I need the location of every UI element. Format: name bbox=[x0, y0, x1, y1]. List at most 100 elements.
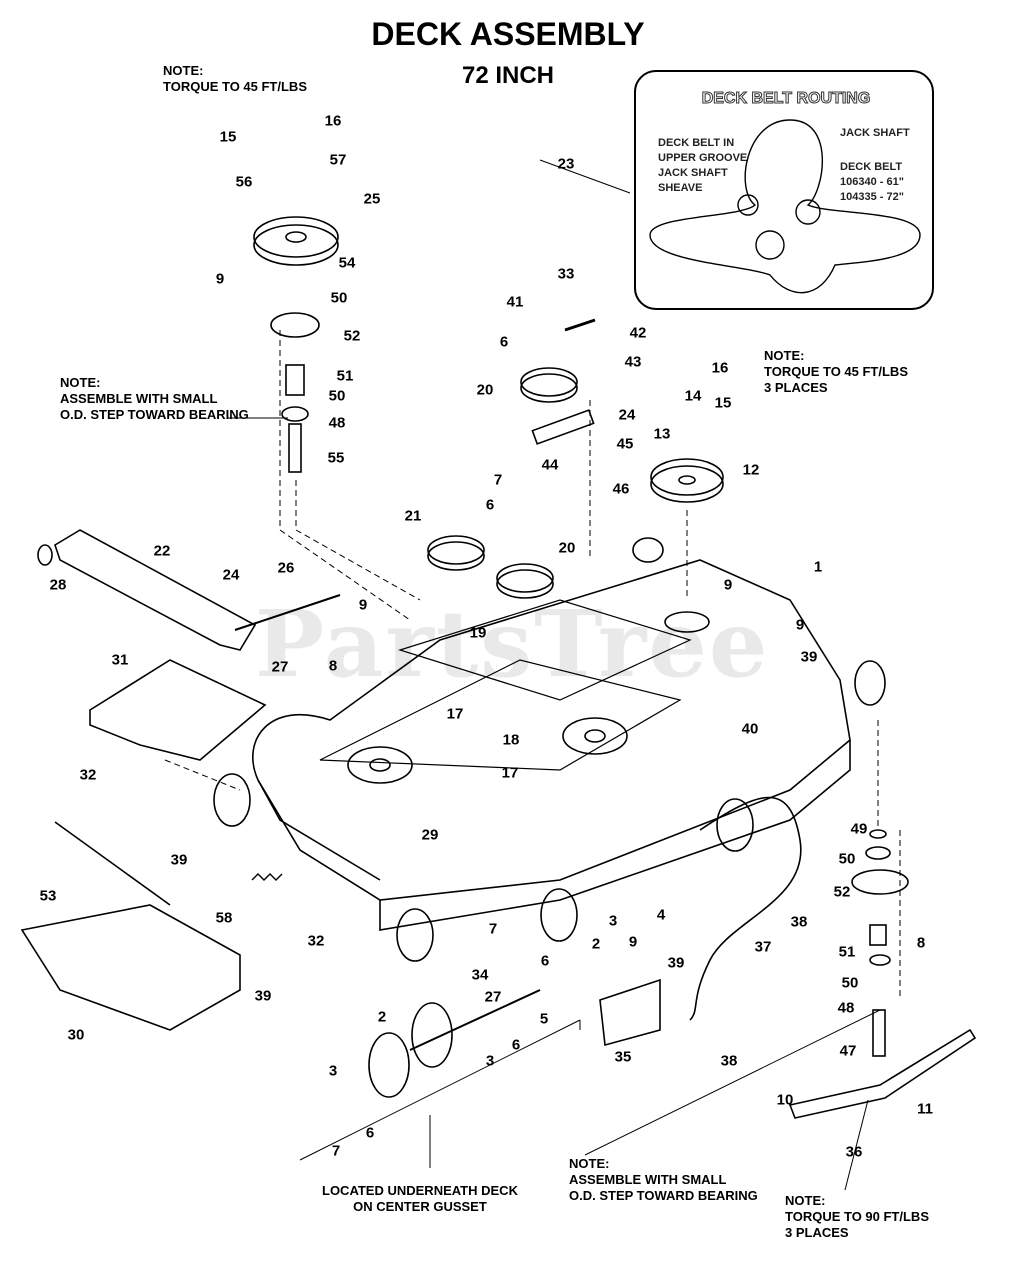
callout-12: 12 bbox=[742, 461, 760, 479]
callout-32: 32 bbox=[307, 932, 325, 950]
callout-37: 37 bbox=[754, 938, 772, 956]
callout-27: 27 bbox=[271, 658, 289, 676]
callout-2: 2 bbox=[377, 1008, 387, 1026]
callout-32: 32 bbox=[79, 766, 97, 784]
callout-39: 39 bbox=[667, 954, 685, 972]
cover-31 bbox=[89, 659, 267, 761]
callout-20: 20 bbox=[476, 381, 494, 399]
note-assemble-left: NOTE: ASSEMBLE WITH SMALL O.D. STEP TOWA… bbox=[60, 375, 249, 422]
deck-pulley-left bbox=[347, 746, 413, 784]
callout-45: 45 bbox=[616, 435, 634, 453]
deck-shell bbox=[252, 559, 851, 901]
spindle-housing-52 bbox=[851, 869, 909, 895]
discharge-chute-30 bbox=[20, 904, 241, 1031]
page-subtitle: 72 INCH bbox=[461, 62, 555, 89]
deck-pulley-right bbox=[664, 611, 710, 633]
callout-52: 52 bbox=[343, 327, 361, 345]
callout-28: 28 bbox=[49, 576, 67, 594]
deck-pulley-center bbox=[562, 717, 628, 755]
caster-wheel bbox=[213, 773, 251, 827]
callout-50: 50 bbox=[330, 289, 348, 307]
deck-skirt bbox=[379, 740, 851, 931]
callout-14: 14 bbox=[684, 387, 702, 405]
callout-11: 11 bbox=[917, 1100, 933, 1118]
deflector-37 bbox=[689, 796, 802, 1021]
callout-25: 25 bbox=[363, 190, 381, 208]
callout-56: 56 bbox=[235, 173, 253, 191]
callout-49: 49 bbox=[850, 820, 868, 838]
pulley-12 bbox=[650, 458, 724, 496]
callout-20: 20 bbox=[558, 539, 576, 557]
callout-40: 40 bbox=[741, 720, 759, 738]
callout-39: 39 bbox=[800, 648, 818, 666]
callout-27: 27 bbox=[484, 988, 502, 1006]
callout-7: 7 bbox=[488, 920, 498, 938]
callout-57: 57 bbox=[329, 151, 347, 169]
callout-8: 8 bbox=[916, 934, 926, 952]
page-title: DECK ASSEMBLY bbox=[371, 16, 645, 52]
callout-9: 9 bbox=[358, 596, 368, 614]
callout-22: 22 bbox=[153, 542, 171, 560]
callout-17: 17 bbox=[446, 705, 464, 723]
callout-13: 13 bbox=[653, 425, 671, 443]
callout-21: 21 bbox=[404, 507, 422, 525]
callout-50: 50 bbox=[838, 850, 856, 868]
note-underneath: LOCATED UNDERNEATH DECK ON CENTER GUSSET bbox=[322, 1183, 518, 1214]
belt-deck-belt-label: DECK BELT 106340 - 61" 104335 - 72" bbox=[840, 161, 904, 203]
belt-jack-shaft-label: JACK SHAFT bbox=[840, 127, 910, 139]
callout-53: 53 bbox=[39, 887, 57, 905]
spring-58 bbox=[251, 873, 283, 881]
callout-16: 16 bbox=[324, 112, 342, 130]
gusset-wheel bbox=[368, 1032, 410, 1098]
callout-24: 24 bbox=[222, 566, 240, 584]
callout-6: 6 bbox=[499, 333, 509, 351]
belt-routing-path bbox=[649, 119, 921, 294]
callout-1: 1 bbox=[813, 558, 823, 576]
callout-41: 41 bbox=[506, 293, 524, 311]
callout-38: 38 bbox=[720, 1052, 738, 1070]
callout-9: 9 bbox=[795, 616, 805, 634]
callout-8: 8 bbox=[328, 657, 338, 675]
note-torque-right: NOTE: TORQUE TO 45 FT/LBS 3 PLACES bbox=[764, 348, 908, 395]
callout-39: 39 bbox=[254, 987, 272, 1005]
callout-31: 31 bbox=[111, 651, 129, 669]
belt-upper-groove-label: DECK BELT IN UPPER GROOVE JACK SHAFT SHE… bbox=[658, 137, 748, 194]
callout-43: 43 bbox=[624, 353, 642, 371]
callout-7: 7 bbox=[331, 1142, 341, 1160]
belt-routing-title: DECK BELT ROUTING bbox=[701, 90, 871, 108]
callout-55: 55 bbox=[327, 449, 345, 467]
callout-47: 47 bbox=[839, 1042, 857, 1060]
note-assemble-bottom: NOTE: ASSEMBLE WITH SMALL O.D. STEP TOWA… bbox=[569, 1156, 758, 1203]
callout-50: 50 bbox=[841, 974, 859, 992]
callout-58: 58 bbox=[215, 909, 233, 927]
callout-10: 10 bbox=[776, 1091, 794, 1109]
callout-9: 9 bbox=[723, 576, 733, 594]
callout-4: 4 bbox=[656, 906, 666, 924]
callout-30: 30 bbox=[67, 1026, 85, 1044]
callout-15: 15 bbox=[219, 128, 237, 146]
callout-51: 51 bbox=[336, 367, 354, 385]
callout-34: 34 bbox=[471, 966, 489, 984]
callout-3: 3 bbox=[328, 1062, 338, 1080]
callout-23: 23 bbox=[557, 155, 575, 173]
callout-6: 6 bbox=[511, 1036, 521, 1054]
callout-39: 39 bbox=[170, 851, 188, 869]
callout-19: 19 bbox=[469, 624, 487, 642]
pulley-25 bbox=[253, 216, 339, 258]
bearing-49 bbox=[869, 829, 887, 839]
callout-48: 48 bbox=[328, 414, 346, 432]
callout-3: 3 bbox=[608, 912, 618, 930]
callout-54: 54 bbox=[338, 254, 356, 272]
idler-pulley-20-top bbox=[520, 367, 578, 397]
callout-29: 29 bbox=[421, 826, 439, 844]
belt-routing-inset: DECK BELT ROUTING bbox=[634, 70, 934, 310]
idler-pulley-21 bbox=[427, 535, 485, 565]
callout-15: 15 bbox=[714, 394, 732, 412]
callout-38: 38 bbox=[790, 913, 808, 931]
idler-pulley-20 bbox=[496, 563, 554, 593]
callout-5: 5 bbox=[539, 1010, 549, 1028]
rod-53 bbox=[54, 821, 171, 906]
callout-7: 7 bbox=[493, 471, 503, 489]
callout-24: 24 bbox=[618, 406, 636, 424]
note-top-torque: NOTE: TORQUE TO 45 FT/LBS bbox=[163, 63, 307, 94]
